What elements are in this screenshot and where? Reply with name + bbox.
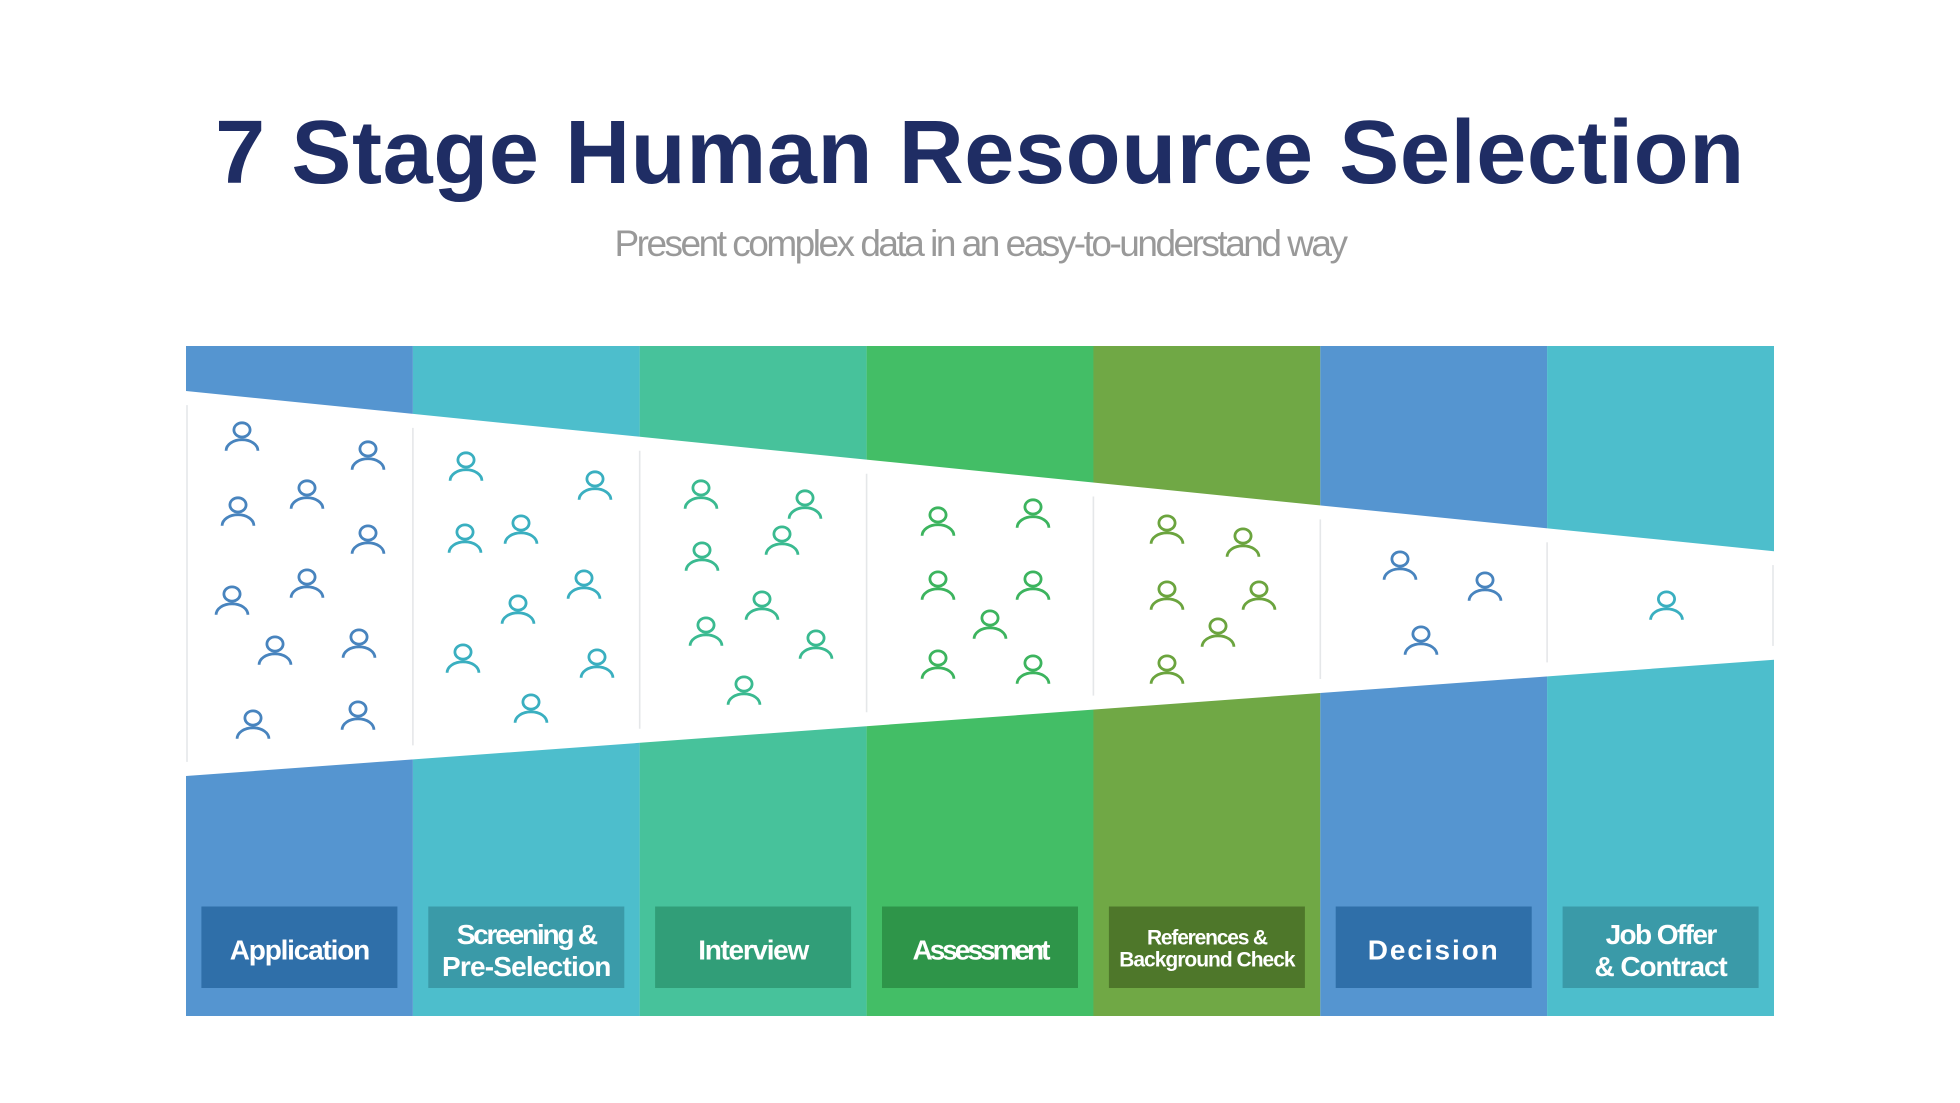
svg-text:Pre-Selection: Pre-Selection bbox=[442, 951, 611, 982]
svg-text:Job Offer: Job Offer bbox=[1606, 919, 1718, 950]
svg-text:Decision: Decision bbox=[1368, 935, 1500, 966]
svg-text:Screening &: Screening & bbox=[457, 919, 598, 950]
svg-text:Interview: Interview bbox=[698, 935, 809, 966]
svg-text:Assessment: Assessment bbox=[913, 935, 1051, 966]
svg-text:& Contract: & Contract bbox=[1595, 951, 1728, 982]
svg-text:Application: Application bbox=[230, 935, 369, 966]
svg-text:Background Check: Background Check bbox=[1119, 949, 1296, 972]
svg-text:References &: References & bbox=[1147, 927, 1268, 950]
